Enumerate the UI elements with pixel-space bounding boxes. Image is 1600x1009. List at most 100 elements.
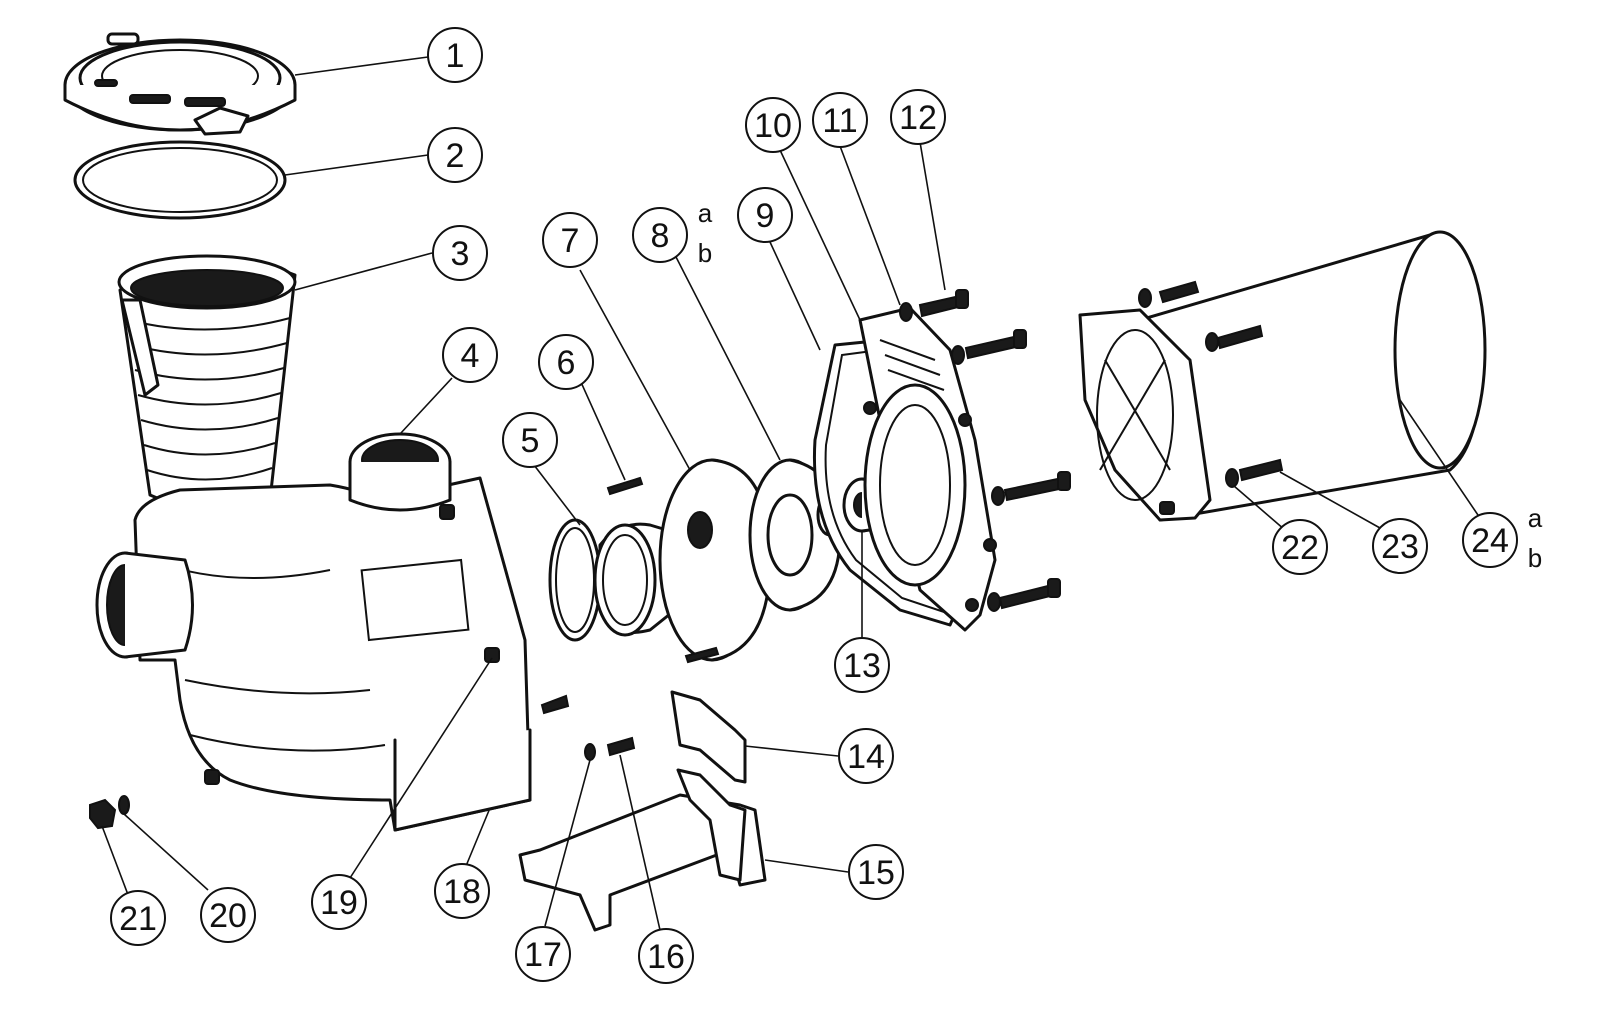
callout-number: 11 [822,102,857,140]
callout-circle [745,97,801,153]
callout-circle [638,928,694,984]
callout-circle [737,187,793,243]
callout-number: 4 [461,337,480,375]
callout-23: 23 [1372,518,1428,574]
leader-lines [101,56,1481,931]
callout-circle [515,926,571,982]
part-7-diffuser [593,458,772,664]
callout-21: 21 [110,890,166,946]
callout-circle [848,844,904,900]
callout-circle [442,327,498,383]
callout-circle [110,890,166,946]
callout-10: 10 [745,97,801,153]
part-6-screw [606,476,644,496]
callout-15: 15 [848,844,904,900]
callout-22: 22 [1272,519,1328,575]
part-4-pump-housing [95,432,532,832]
part-17-base-washer [584,743,596,761]
callout-20: 20 [200,887,256,943]
callout-number: 12 [899,99,937,137]
callout-number: 20 [209,897,247,935]
callout-4: 4 [442,327,498,383]
callout-circle [890,89,946,145]
part-11-washers [899,302,1005,612]
callout-1: 1 [427,27,483,83]
callout-16: 16 [638,928,694,984]
callout-number: 10 [754,107,792,145]
part-22-motor-washers [1138,288,1239,488]
callout-number: 18 [443,873,481,911]
callout-8: 8ab [632,198,713,268]
callout-2: 2 [427,127,483,183]
callout-6: 6 [538,334,594,390]
housing-screw [540,694,570,715]
callout-number: 17 [524,936,562,974]
part-10-seal-plate [858,306,997,632]
part-2-lid-o-ring [73,140,287,220]
callout-number: 13 [843,647,881,685]
part-21-drain-plug [89,798,117,830]
callout-number: 22 [1281,529,1319,567]
callout-number: 1 [446,37,465,75]
callout-17: 17 [515,926,571,982]
callout-variant-a: a [1528,503,1543,533]
callout-circle [1462,512,1518,568]
callout-circle [427,27,483,83]
callout-circle [434,863,490,919]
callout-circle [542,212,598,268]
part-14-motor-support [670,690,747,784]
part-23-motor-bolts [1158,280,1284,482]
part-20-drain-o-ring [118,795,130,815]
callout-circle [502,412,558,468]
callout-variant-b: b [1528,543,1542,573]
callout-circle [834,637,890,693]
part-15-base [518,768,767,932]
callout-circle [1372,518,1428,574]
callout-circle [311,874,367,930]
callout-circle [427,127,483,183]
callout-number: 8 [651,217,670,255]
callout-number: 3 [451,235,470,273]
callout-number: 6 [557,344,576,382]
callout-19: 19 [311,874,367,930]
callout-circle [432,225,488,281]
callout-circle [632,207,688,263]
callout-variant-b: b [698,238,712,268]
part-3-strainer-basket [117,254,297,511]
callout-18: 18 [434,863,490,919]
callout-number: 9 [756,197,775,235]
callout-14: 14 [838,728,894,784]
part-24-motor [1078,230,1487,522]
callout-number: 16 [647,938,685,976]
callout-circle [538,334,594,390]
part-5-o-ring [548,518,602,642]
callout-number: 2 [446,137,465,175]
callout-number: 23 [1381,528,1419,566]
part-16-base-bolt [606,736,636,757]
part-1-strainer-lid [63,32,297,136]
callout-number: 14 [847,738,885,776]
callout-7: 7 [542,212,598,268]
callout-number: 24 [1471,522,1509,560]
callout-13: 13 [834,637,890,693]
callout-3: 3 [432,225,488,281]
callout-circle [1272,519,1328,575]
callout-number: 5 [521,422,540,460]
callout-9: 9 [737,187,793,243]
callout-number: 19 [320,884,358,922]
callout-12: 12 [890,89,946,145]
callout-circle [838,728,894,784]
callout-circle [812,92,868,148]
callout-5: 5 [502,412,558,468]
part-12-bolts [918,289,1071,610]
callout-number: 21 [119,900,157,938]
callout-variant-a: a [698,198,713,228]
callout-number: 7 [561,222,580,260]
callout-24: 24 ab [1462,503,1543,573]
callout-11: 11 [812,92,868,148]
callout-circle [200,887,256,943]
callout-number: 15 [857,854,895,892]
